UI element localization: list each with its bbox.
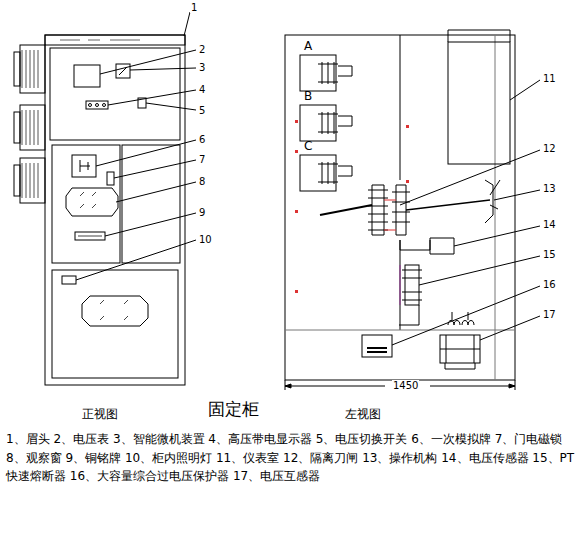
dimension-text: 1450 bbox=[392, 380, 419, 391]
bushings bbox=[14, 45, 45, 203]
door-lock bbox=[107, 172, 114, 185]
callout-number: 10 bbox=[198, 234, 213, 245]
leader-lines bbox=[76, 12, 196, 280]
voltage-sensor bbox=[400, 238, 454, 254]
diagram-title: 固定柜 bbox=[208, 400, 259, 419]
busbars bbox=[300, 55, 352, 191]
callout-number: 9 bbox=[198, 207, 206, 218]
mimic-board bbox=[72, 155, 96, 177]
live-indicator bbox=[86, 101, 108, 109]
callout-number: 6 bbox=[198, 134, 206, 145]
callout-number: 8 bbox=[198, 176, 206, 187]
phase-label: A bbox=[304, 40, 312, 53]
callout-number: 4 bbox=[198, 84, 206, 95]
callout-number: 3 bbox=[198, 62, 206, 73]
voltage-transformer bbox=[440, 312, 480, 369]
isolating-switch bbox=[320, 185, 490, 235]
callout-number: 13 bbox=[542, 183, 557, 194]
left-view bbox=[285, 30, 540, 390]
callout-number: 7 bbox=[198, 154, 206, 165]
instrument-room bbox=[448, 42, 510, 164]
lamp bbox=[62, 276, 76, 284]
callout-number: 15 bbox=[542, 249, 557, 260]
view-label: 正视图 bbox=[82, 408, 118, 421]
observation-window bbox=[66, 188, 118, 216]
dimension-line bbox=[285, 380, 515, 390]
voltmeter bbox=[74, 65, 100, 87]
callout-number: 17 bbox=[542, 309, 557, 320]
phase-label: B bbox=[304, 90, 312, 103]
phase-label: C bbox=[304, 140, 312, 153]
front-view bbox=[14, 12, 196, 385]
caption: 1、眉头 2、电压表 3、智能微机装置 4、高压带电显示器 5、电压切换开关 6… bbox=[6, 430, 576, 486]
leader-lines bbox=[392, 80, 540, 345]
operating-mechanism bbox=[485, 180, 493, 223]
nameplate bbox=[75, 232, 105, 240]
pt-fuses bbox=[399, 265, 422, 325]
view-label: 左视图 bbox=[345, 408, 381, 421]
callout-number: 14 bbox=[542, 219, 557, 230]
microcomputer-device bbox=[116, 64, 130, 78]
callout-number: 1 bbox=[190, 2, 198, 13]
overvoltage-protector bbox=[362, 335, 392, 357]
callout-number: 2 bbox=[198, 44, 206, 55]
callout-number: 16 bbox=[542, 279, 557, 290]
callout-number: 5 bbox=[198, 105, 206, 116]
callout-number: 11 bbox=[542, 73, 557, 84]
callout-number: 12 bbox=[542, 143, 557, 154]
